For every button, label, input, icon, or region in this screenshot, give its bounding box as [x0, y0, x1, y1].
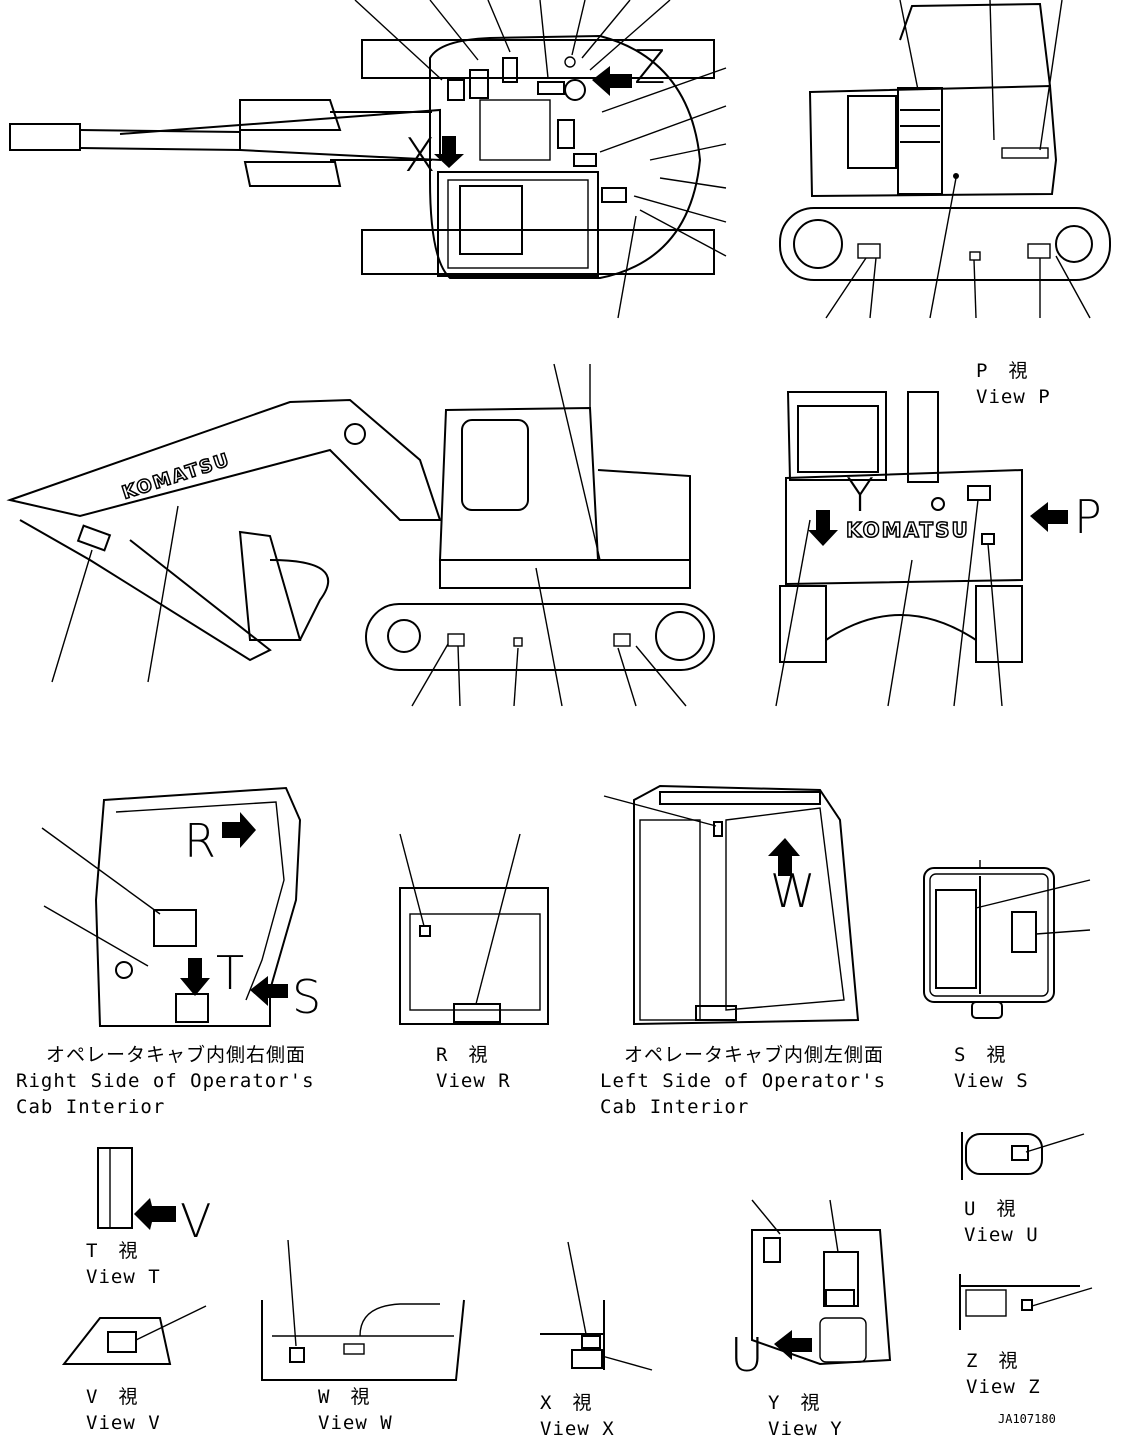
view-w-drawing: [261, 1239, 465, 1381]
view-s-caption: S 視 View S: [954, 1044, 1029, 1092]
view-t-drawing: [97, 1147, 176, 1230]
view-y-caption: Y 視 View Y: [768, 1392, 843, 1440]
view-p-caption: P 視 View P: [976, 360, 1051, 408]
cab-right-interior-drawing: [41, 786, 302, 1027]
view-u-caption: U 視 View U: [964, 1198, 1039, 1246]
side-view-drawing: [6, 363, 715, 707]
view-v-letter: V: [180, 1194, 212, 1248]
view-y-drawing: [751, 1199, 892, 1366]
top-view-drawing: [9, 0, 727, 319]
view-s-drawing: [923, 860, 1091, 1019]
view-t-letter: T: [216, 946, 245, 1000]
cab-left-interior-drawing: [603, 784, 860, 1026]
view-w-letter: W: [770, 864, 816, 918]
view-r-caption: R 視 View R: [436, 1044, 511, 1092]
cab-right-caption: オペレータキャブ内側右側面 Right Side of Operator's C…: [16, 1044, 315, 1118]
view-z-caption: Z 視 View Z: [966, 1350, 1041, 1398]
view-y-letter: Y: [846, 468, 875, 522]
view-z-letter: Z: [634, 40, 666, 94]
view-z-drawing: [959, 1274, 1093, 1330]
view-r-letter: R: [184, 814, 216, 868]
view-x-letter: X: [404, 128, 436, 182]
view-x-caption: X 視 View X: [540, 1392, 615, 1440]
drawing-code: JA107180: [998, 1412, 1056, 1426]
view-x-drawing: [540, 1241, 653, 1371]
view-t-caption: T 視 View T: [86, 1240, 161, 1288]
counterweight-view-drawing: [775, 391, 1068, 707]
view-u-letter: U: [730, 1328, 764, 1382]
cab-left-caption: オペレータキャブ内側左側面 Left Side of Operator's Ca…: [600, 1044, 887, 1118]
view-u-drawing: [961, 1132, 1085, 1180]
view-v-drawing: [61, 1305, 207, 1365]
view-v-caption: V 視 View V: [86, 1386, 161, 1434]
rear-view-drawing: [779, 0, 1111, 319]
view-p-letter: P: [1074, 490, 1102, 544]
view-w-caption: W 視 View W: [318, 1386, 393, 1434]
view-r-drawing: [399, 833, 549, 1025]
view-s-letter: S: [292, 970, 322, 1024]
counterweight-brand-logo: KOMATSU: [845, 517, 970, 543]
